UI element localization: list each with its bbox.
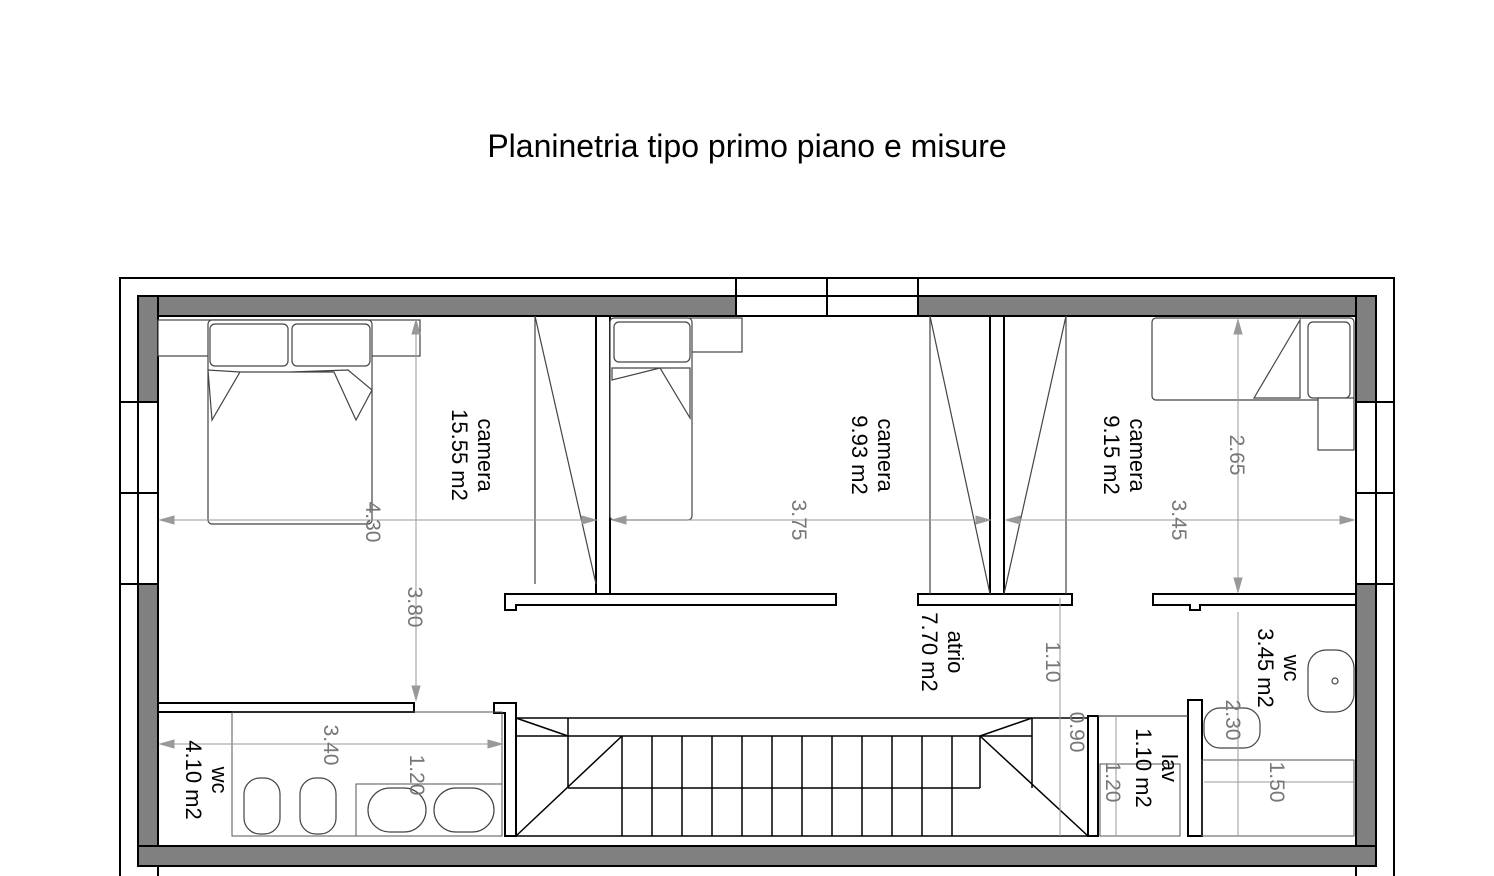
dimension-label: 1.10 <box>1041 642 1064 683</box>
dimension-label: 3.40 <box>319 725 342 766</box>
staircase <box>515 717 1089 837</box>
room-name-wc-right: wc <box>1279 654 1304 682</box>
room-name-wc-left: wc <box>207 766 232 794</box>
dimension-label: 1.20 <box>405 755 428 796</box>
exterior-walls <box>137 295 1377 876</box>
room-area-camera-2: 9.93 m2 <box>847 415 872 495</box>
single-bed-right <box>1151 317 1355 451</box>
outer-contour <box>119 277 1395 876</box>
window-right <box>1355 401 1395 585</box>
dimension-label: 3.45 <box>1167 500 1190 541</box>
interior-walls <box>157 315 1357 837</box>
room-area-camera-3: 9.15 m2 <box>1099 415 1124 495</box>
room-name-camera-2: camera <box>873 418 898 492</box>
wc-fixtures-right <box>1099 649 1355 837</box>
room-area-wc-left: 4.10 m2 <box>181 740 206 820</box>
double-bed <box>157 319 421 525</box>
dimension-label: 4.30 <box>361 502 384 543</box>
room-name-camera-3: camera <box>1125 418 1150 492</box>
room-area-atrio: 7.70 m2 <box>917 612 942 692</box>
dimension-label: 1.20 <box>1101 762 1124 803</box>
dimension-lines <box>158 318 1356 836</box>
single-bed-middle <box>609 317 743 521</box>
room-area-wc-right: 3.45 m2 <box>1253 628 1278 708</box>
dimension-label: 0.90 <box>1065 712 1088 753</box>
dimension-label: 3.80 <box>403 587 426 628</box>
page-title: Planinetria tipo primo piano e misure <box>487 128 1007 164</box>
window-left <box>119 401 159 585</box>
dimension-label: 3.75 <box>787 500 810 541</box>
room-area-camera-1: 15.55 m2 <box>447 409 472 501</box>
dimension-label: 2.30 <box>1221 700 1244 741</box>
window-top <box>735 277 919 317</box>
dimension-label: 1.50 <box>1265 762 1288 803</box>
room-name-atrio: atrio <box>943 631 968 674</box>
wc-fixtures-left <box>231 711 503 837</box>
dimension-label: 2.65 <box>1225 435 1248 476</box>
room-name-camera-1: camera <box>473 418 498 492</box>
room-name-lav: lav <box>1157 754 1182 782</box>
room-area-lav: 1.10 m2 <box>1131 728 1156 808</box>
doors <box>534 315 1188 717</box>
